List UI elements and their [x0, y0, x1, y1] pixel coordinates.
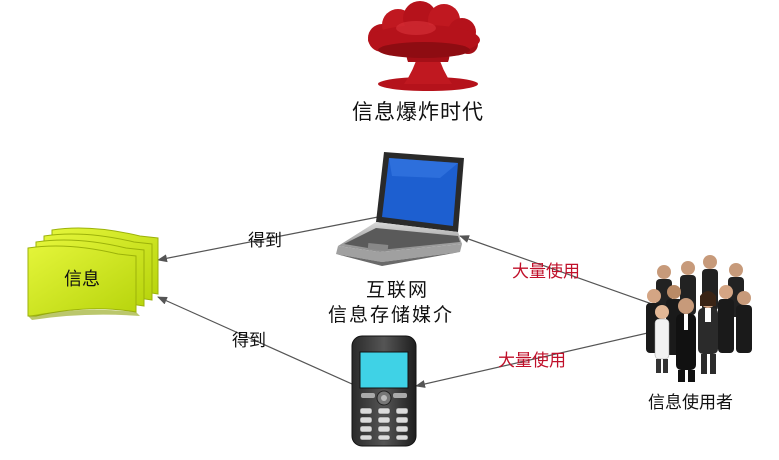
edge-label-phone-to-info: 得到 — [232, 331, 266, 351]
arrows — [157, 216, 653, 388]
info-node-label: 信息 — [64, 269, 100, 290]
arrow-phone-to-info — [157, 296, 353, 385]
document-stack-icon — [27, 227, 159, 320]
arrow-users-to-laptop — [459, 235, 653, 305]
people-group-icon — [646, 255, 752, 382]
arrow-laptop-to-info — [157, 216, 379, 263]
internet-label-line1: 互联网 — [366, 279, 430, 301]
edge-label-users-to-laptop: 大量使用 — [512, 262, 580, 282]
mobile-phone-icon — [351, 335, 417, 447]
users-node-label: 信息使用者 — [648, 393, 733, 413]
internet-label-line2: 信息存储媒介 — [328, 304, 455, 326]
mushroom-cloud-icon — [368, 1, 480, 91]
edge-label-laptop-to-info: 得到 — [248, 231, 282, 251]
diagram-title: 信息爆炸时代 — [352, 100, 484, 124]
laptop-icon — [336, 152, 464, 266]
arrow-users-to-phone — [415, 331, 653, 388]
edge-label-users-to-phone: 大量使用 — [498, 351, 566, 371]
